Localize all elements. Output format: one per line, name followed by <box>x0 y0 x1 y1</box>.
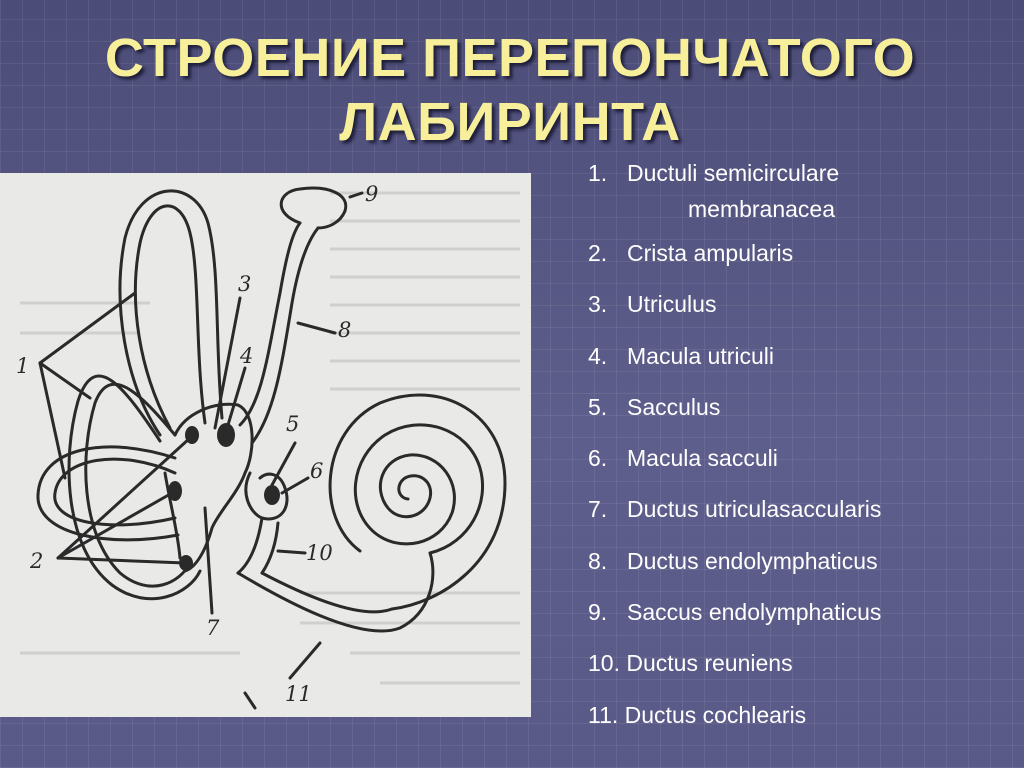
legend-item: 6. Macula sacculi <box>588 445 1008 496</box>
legend-item-number: 1. <box>588 160 608 186</box>
diagram-label-7: 7 <box>206 616 220 640</box>
legend-list: 1. Ductuli semicirculare membranacea 2. … <box>588 160 1008 753</box>
labyrinth-diagram: 1 2 3 4 5 6 7 8 9 10 11 <box>0 173 531 717</box>
legend-item: 4. Macula utriculi <box>588 343 1008 394</box>
labyrinth-outline <box>36 186 507 710</box>
legend-item-number: 2. <box>588 240 608 266</box>
legend-item: 11. Ductus cochlearis <box>588 702 1008 753</box>
background-texture <box>20 191 520 685</box>
labyrinth-drawing: 1 2 3 4 5 6 7 8 9 10 11 <box>16 182 520 710</box>
legend-item-number: 5. <box>588 393 608 420</box>
legend-item-text: Macula utriculi <box>627 342 774 369</box>
diagram-label-3: 3 <box>238 272 251 296</box>
legend-item-number: 7. <box>588 496 608 523</box>
title-line-1: СТРОЕНИЕ ПЕРЕПОНЧАТОГО <box>104 28 916 88</box>
legend-item-text: Crista ampularis <box>627 240 794 266</box>
legend-item-number: 3. <box>588 291 608 318</box>
legend-item-text: 10. Ductus reuniens <box>588 650 793 677</box>
legend-item-text: Utriculus <box>627 291 717 318</box>
legend-item: 5. Sacculus <box>588 394 1008 445</box>
diagram-label-2: 2 <box>29 549 43 573</box>
legend-item-number: 8. <box>588 547 608 574</box>
legend-item: 8. Ductus endolymphaticus <box>588 548 1008 599</box>
diagram-label-1: 1 <box>16 354 29 378</box>
legend-item-text: 11. Ductus cochlearis <box>588 701 807 728</box>
diagram-label-5: 5 <box>286 412 299 436</box>
legend-item: 3. Utriculus <box>588 291 1008 342</box>
diagram-label-4: 4 <box>239 344 253 368</box>
legend-item-text-continued: membranacea <box>688 196 836 222</box>
diagram-label-9: 9 <box>365 182 378 206</box>
legend-item-text: Macula sacculi <box>627 445 778 472</box>
title-line-2: ЛАБИРИНТА <box>339 92 681 152</box>
legend-item-number: 6. <box>588 445 608 472</box>
maculae-spots <box>168 423 280 571</box>
diagram-label-6: 6 <box>310 459 323 483</box>
diagram-label-10: 10 <box>306 541 333 565</box>
slide-title: СТРОЕНИЕ ПЕРЕПОНЧАТОГО ЛАБИРИНТА <box>60 26 960 154</box>
legend-item-text: Ductuli semicirculare <box>627 160 840 186</box>
legend-item: 1. Ductuli semicirculare membranacea <box>588 160 1008 240</box>
legend-item-number: 4. <box>588 342 608 369</box>
legend-item-text: Ductus endolymphaticus <box>627 547 878 574</box>
legend-item-text: Saccus endolymphaticus <box>627 599 882 626</box>
diagram-label-11: 11 <box>285 682 312 706</box>
legend-item: 7. Ductus utriculasaccularis <box>588 496 1008 547</box>
diagram-label-8: 8 <box>338 318 351 342</box>
legend-item: 10. Ductus reuniens <box>588 650 1008 701</box>
legend-item-text: Ductus utriculasaccularis <box>627 496 882 523</box>
legend-item-number: 9. <box>588 599 608 626</box>
legend-item: 9. Saccus endolymphaticus <box>588 599 1008 650</box>
legend-item: 2. Crista ampularis <box>588 240 1008 291</box>
legend-item-text: Sacculus <box>627 393 721 420</box>
